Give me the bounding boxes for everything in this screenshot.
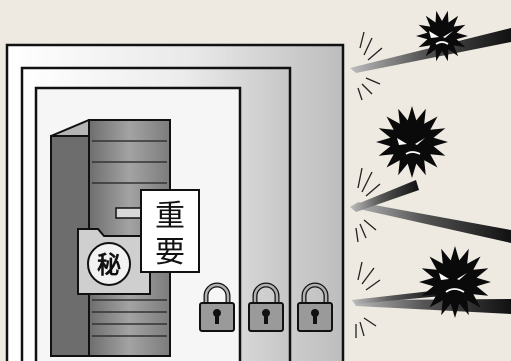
secret-document-icon: 秘 — [78, 229, 150, 294]
important-label-1: 重 — [155, 199, 185, 234]
impact-sparks — [356, 32, 382, 338]
secret-label: 秘 — [97, 251, 121, 279]
important-card: 重 要 — [141, 190, 199, 272]
virus-icon — [419, 246, 491, 318]
virus-icon — [376, 106, 448, 178]
important-label-2: 要 — [155, 235, 185, 270]
